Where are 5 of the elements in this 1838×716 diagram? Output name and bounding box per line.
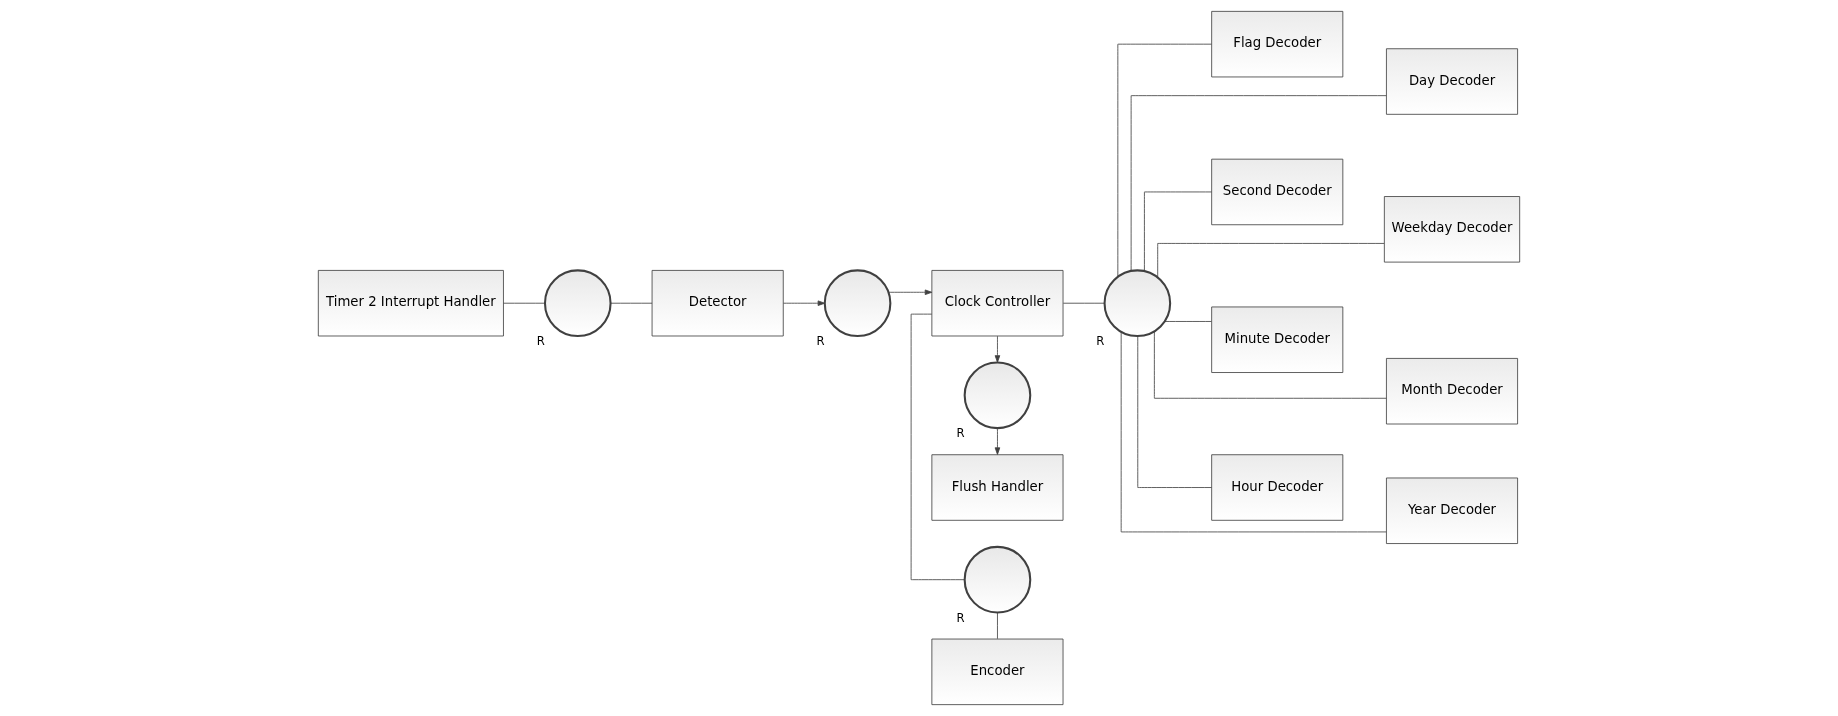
node-label: R [1096,334,1105,349]
node-label: R [956,610,965,625]
node-label: R [536,334,545,349]
node-label: R [816,334,825,349]
node-label: R [956,426,965,441]
